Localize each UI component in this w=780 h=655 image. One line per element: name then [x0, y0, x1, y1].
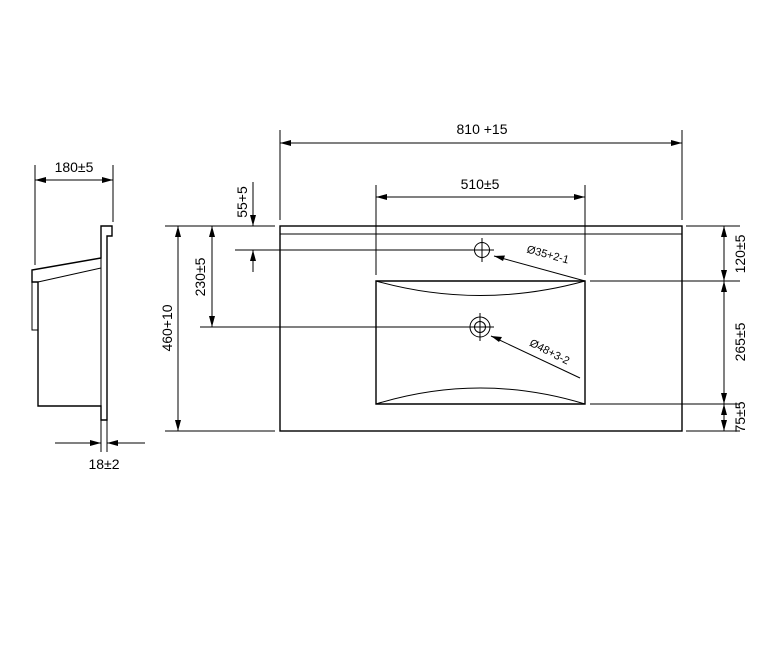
- front-margin-label: 120±5: [732, 234, 748, 273]
- arrow-depth-bottom: [175, 420, 181, 431]
- basin-back-curve: [375, 280, 586, 296]
- arrow-right-2: [721, 270, 727, 281]
- basin-width-label: 510±5: [461, 176, 500, 192]
- basin-depth-label: 265±5: [732, 322, 748, 361]
- drain-offset-label: 230±5: [192, 257, 208, 296]
- arrow-right-1: [721, 226, 727, 237]
- arrow-right-6: [721, 420, 727, 431]
- arrow-drain-offset-top: [209, 226, 215, 237]
- basin-bowl: [375, 280, 586, 405]
- tap-hole-label: Ø35+2-1: [525, 244, 570, 267]
- arrow-tap-offset-bottom: [250, 250, 256, 261]
- side-view: 180±5 18±2: [31, 159, 145, 472]
- arrow-drain-offset-bottom: [209, 316, 215, 327]
- arrow-width-right: [671, 140, 682, 146]
- basin-profile: [31, 225, 113, 421]
- arrow-right-4: [721, 393, 727, 404]
- arrow-right-5: [721, 404, 727, 415]
- profile-bowl-edge: [31, 282, 38, 331]
- arrow-thickness-left: [90, 440, 101, 446]
- thickness-label: 18±2: [88, 456, 119, 472]
- arrow-basin-right: [574, 194, 585, 200]
- basin-front-curve: [375, 387, 586, 405]
- arrow-width-left: [280, 140, 291, 146]
- countertop-outline: [279, 225, 683, 432]
- arrow-left: [35, 177, 46, 183]
- tap-hole-leader: [493, 255, 586, 282]
- arrow-tap-offset-top: [250, 215, 256, 226]
- arrow-right: [102, 177, 113, 183]
- drain-hole-label: Ø48+3-2: [527, 337, 571, 367]
- profile-bowl-line: [37, 267, 102, 283]
- overall-depth-label: 460+10: [159, 304, 175, 351]
- tap-hole-leader-arrow: [494, 255, 505, 261]
- arrow-thickness-right: [107, 440, 118, 446]
- tap-offset-label: 55+5: [234, 186, 250, 218]
- arrow-basin-left: [376, 194, 387, 200]
- drain-hole-leader-arrow: [491, 336, 502, 342]
- arrow-right-3: [721, 281, 727, 292]
- overall-width-label: 810 +15: [457, 121, 508, 137]
- drain-hole-leader: [490, 335, 581, 379]
- depth-label: 180±5: [55, 159, 94, 175]
- top-view: 810 +15 510±5 55+5 230±5: [159, 121, 748, 433]
- arrow-depth-top: [175, 226, 181, 237]
- back-margin-label: 75±5: [732, 401, 748, 432]
